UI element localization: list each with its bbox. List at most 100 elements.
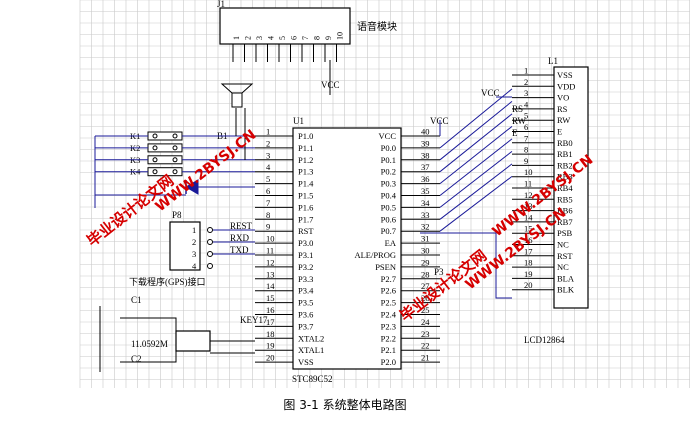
led-ref: P8 bbox=[172, 210, 182, 220]
u1-pin-name: P3.5 bbox=[298, 298, 313, 308]
u1-pin-name: XTAL1 bbox=[298, 345, 324, 355]
u1-pin-name: P3.0 bbox=[298, 238, 313, 248]
key17-label: KEY17 bbox=[240, 315, 268, 325]
lcd-pin-number: 3 bbox=[524, 88, 528, 98]
lcd-pin-name: NC bbox=[557, 262, 569, 272]
u1-pin-number: 8 bbox=[266, 210, 270, 220]
lcd-net-rw: RW bbox=[512, 116, 527, 126]
u1-pin-number: 7 bbox=[266, 198, 270, 208]
lcd-pin-name: RB2 bbox=[557, 160, 573, 170]
u1-pin-name: P0.3 bbox=[381, 179, 396, 189]
u1-pin-number: 18 bbox=[266, 329, 275, 339]
u1-pin-number: 6 bbox=[266, 186, 270, 196]
figure-caption: 图 3-1 系统整体电路图 bbox=[283, 398, 407, 412]
lcd-pin-name: RB4 bbox=[557, 183, 573, 193]
cap-c1: C1 bbox=[131, 295, 142, 305]
j1-pin-number: 4 bbox=[267, 36, 276, 40]
wire bbox=[439, 163, 513, 220]
header-pin-hole bbox=[207, 263, 213, 269]
u1-pin-number: 24 bbox=[421, 317, 430, 327]
u1-pin-name: P1.7 bbox=[298, 214, 313, 224]
u1-pin-number: 28 bbox=[421, 269, 430, 279]
lcd-pin-number: 18 bbox=[524, 258, 533, 268]
u1-pin-name: VSS bbox=[298, 357, 314, 367]
u1-pin-number: 36 bbox=[421, 174, 430, 184]
u1-pin-name: PSEN bbox=[375, 262, 396, 272]
j1-pin-number: 3 bbox=[255, 36, 264, 40]
wire bbox=[439, 151, 513, 208]
j1-ref: J1 bbox=[217, 0, 225, 9]
u1-pin-name: P2.5 bbox=[381, 298, 396, 308]
u1-pin-name: P2.4 bbox=[381, 310, 397, 320]
header-pin-number: 4 bbox=[192, 261, 197, 271]
net-rxd: RXD bbox=[230, 233, 250, 243]
u1-pin-name: VCC bbox=[379, 131, 397, 141]
j1-pin-number: 10 bbox=[336, 32, 345, 40]
lcd-net-e: E bbox=[512, 128, 518, 138]
u1-pin-name: P2.0 bbox=[381, 357, 396, 367]
lcd-pin-name: VSS bbox=[557, 70, 573, 80]
u1-pin-name: P3.2 bbox=[298, 262, 313, 272]
u1-pin-number: 29 bbox=[421, 257, 430, 267]
header-pin-hole bbox=[207, 251, 213, 257]
lcd-pin-name: RB0 bbox=[557, 138, 573, 148]
u1-pin-number: 12 bbox=[266, 257, 275, 267]
u1-pin-name: P3.7 bbox=[298, 321, 313, 331]
j1-pin-number: 8 bbox=[313, 36, 322, 40]
key-contact bbox=[172, 157, 178, 163]
u1-pin-number: 10 bbox=[266, 234, 275, 244]
u1-body bbox=[292, 127, 402, 370]
u1-pin-name: P1.1 bbox=[298, 143, 313, 153]
lcd-pin-number: 13 bbox=[524, 201, 533, 211]
lcd-pin-number: 1 bbox=[524, 66, 528, 76]
u1-pin-number: 22 bbox=[421, 341, 430, 351]
lcd-ref: L1 bbox=[548, 56, 558, 66]
lcd-pin-number: 6 bbox=[524, 122, 528, 132]
lcd-pin-name: NC bbox=[557, 240, 569, 250]
lcd-pin-number: 4 bbox=[524, 99, 529, 109]
lcd-pin-name: PSB bbox=[557, 228, 572, 238]
wire bbox=[120, 317, 177, 331]
speaker-body bbox=[231, 92, 243, 108]
lcd-pin-number: 8 bbox=[524, 145, 528, 155]
u1-pin-number: 30 bbox=[421, 246, 430, 256]
header-pin-number: 1 bbox=[192, 225, 196, 235]
u1-pin-number: 37 bbox=[421, 162, 430, 172]
crystal-circuit: C1 C2 11.0592M KEY17 bbox=[131, 295, 268, 364]
u1-pin-number: 25 bbox=[421, 305, 430, 315]
key-contact bbox=[152, 157, 158, 163]
u1-pin-number: 14 bbox=[266, 281, 275, 291]
wire bbox=[439, 138, 513, 196]
j1-body bbox=[219, 7, 351, 45]
u1-pin-name: P0.0 bbox=[381, 143, 396, 153]
lcd-pin-number: 2 bbox=[524, 77, 528, 87]
u1-pin-name: P2.3 bbox=[381, 321, 396, 331]
u1-pin-name: P0.5 bbox=[381, 202, 396, 212]
u1-pin-name: RST bbox=[298, 226, 314, 236]
u1-pin-name: P1.6 bbox=[298, 202, 313, 212]
lcd-pin-name: RS bbox=[557, 104, 568, 114]
u1-pin-number: 34 bbox=[421, 198, 430, 208]
u1-pin-number: 26 bbox=[421, 293, 430, 303]
u1-pin-name: P0.1 bbox=[381, 155, 396, 165]
u1-pin-number: 21 bbox=[421, 353, 430, 363]
header-pin-hole bbox=[207, 239, 213, 245]
lcd-pin-number: 17 bbox=[524, 246, 533, 256]
key-contact bbox=[152, 145, 158, 151]
lcd-pin-name: RB6 bbox=[557, 206, 573, 216]
key-contact bbox=[172, 145, 178, 151]
lcd-pin-number: 15 bbox=[524, 224, 533, 234]
j1-name: 语音模块 bbox=[357, 20, 397, 33]
lcd-body bbox=[553, 66, 589, 309]
u1-pin-number: 35 bbox=[421, 186, 430, 196]
u1-pin-name: EA bbox=[385, 238, 397, 248]
vcc-label-u1: VCC bbox=[430, 116, 449, 126]
u1-pin-name: P1.2 bbox=[298, 155, 313, 165]
wires bbox=[94, 60, 513, 372]
u1-pin-name: P0.4 bbox=[381, 191, 397, 201]
